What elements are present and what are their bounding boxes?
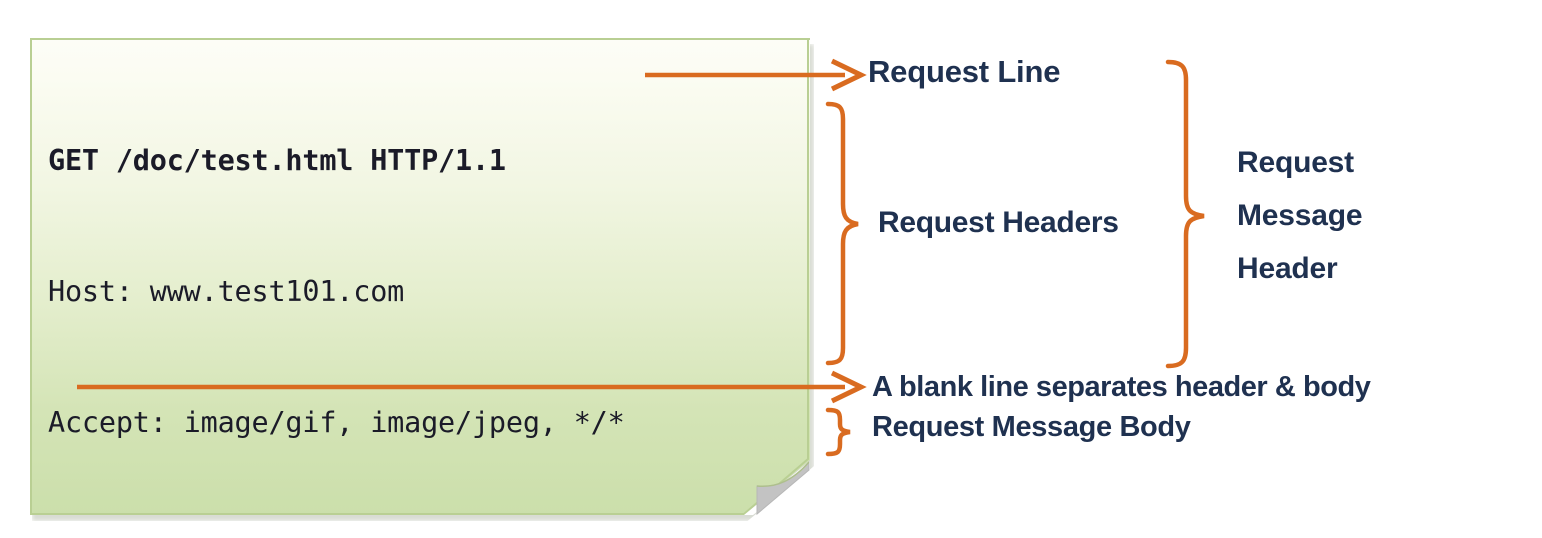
request-line-text: GET /doc/test.html HTTP/1.1 bbox=[48, 144, 506, 178]
label-request-line: Request Line bbox=[868, 54, 1061, 89]
header-line-accept-language: Accept-Language: en-us bbox=[48, 532, 625, 538]
label-rmh-line2: Message bbox=[1237, 199, 1363, 232]
request-headers-brace-icon bbox=[825, 101, 859, 366]
label-rmh-line1: Request bbox=[1237, 146, 1354, 179]
header-line-host: Host: www.test101.com bbox=[48, 274, 405, 308]
label-blank-line-separator: A blank line separates header & body bbox=[872, 371, 1371, 403]
label-rmh-line3: Header bbox=[1237, 252, 1338, 285]
label-request-message-body: Request Message Body bbox=[872, 411, 1191, 443]
label-request-message-header: Request Message Header bbox=[1237, 136, 1363, 295]
header-line-accept: Accept: image/gif, image/jpeg, */* bbox=[48, 405, 625, 439]
label-request-headers: Request Headers bbox=[878, 206, 1119, 239]
http-request-text: GET /doc/test.html HTTP/1.1 Host: www.te… bbox=[48, 52, 625, 538]
request-message-header-brace-icon bbox=[1165, 59, 1205, 369]
request-message-body-brace-icon bbox=[825, 407, 851, 457]
